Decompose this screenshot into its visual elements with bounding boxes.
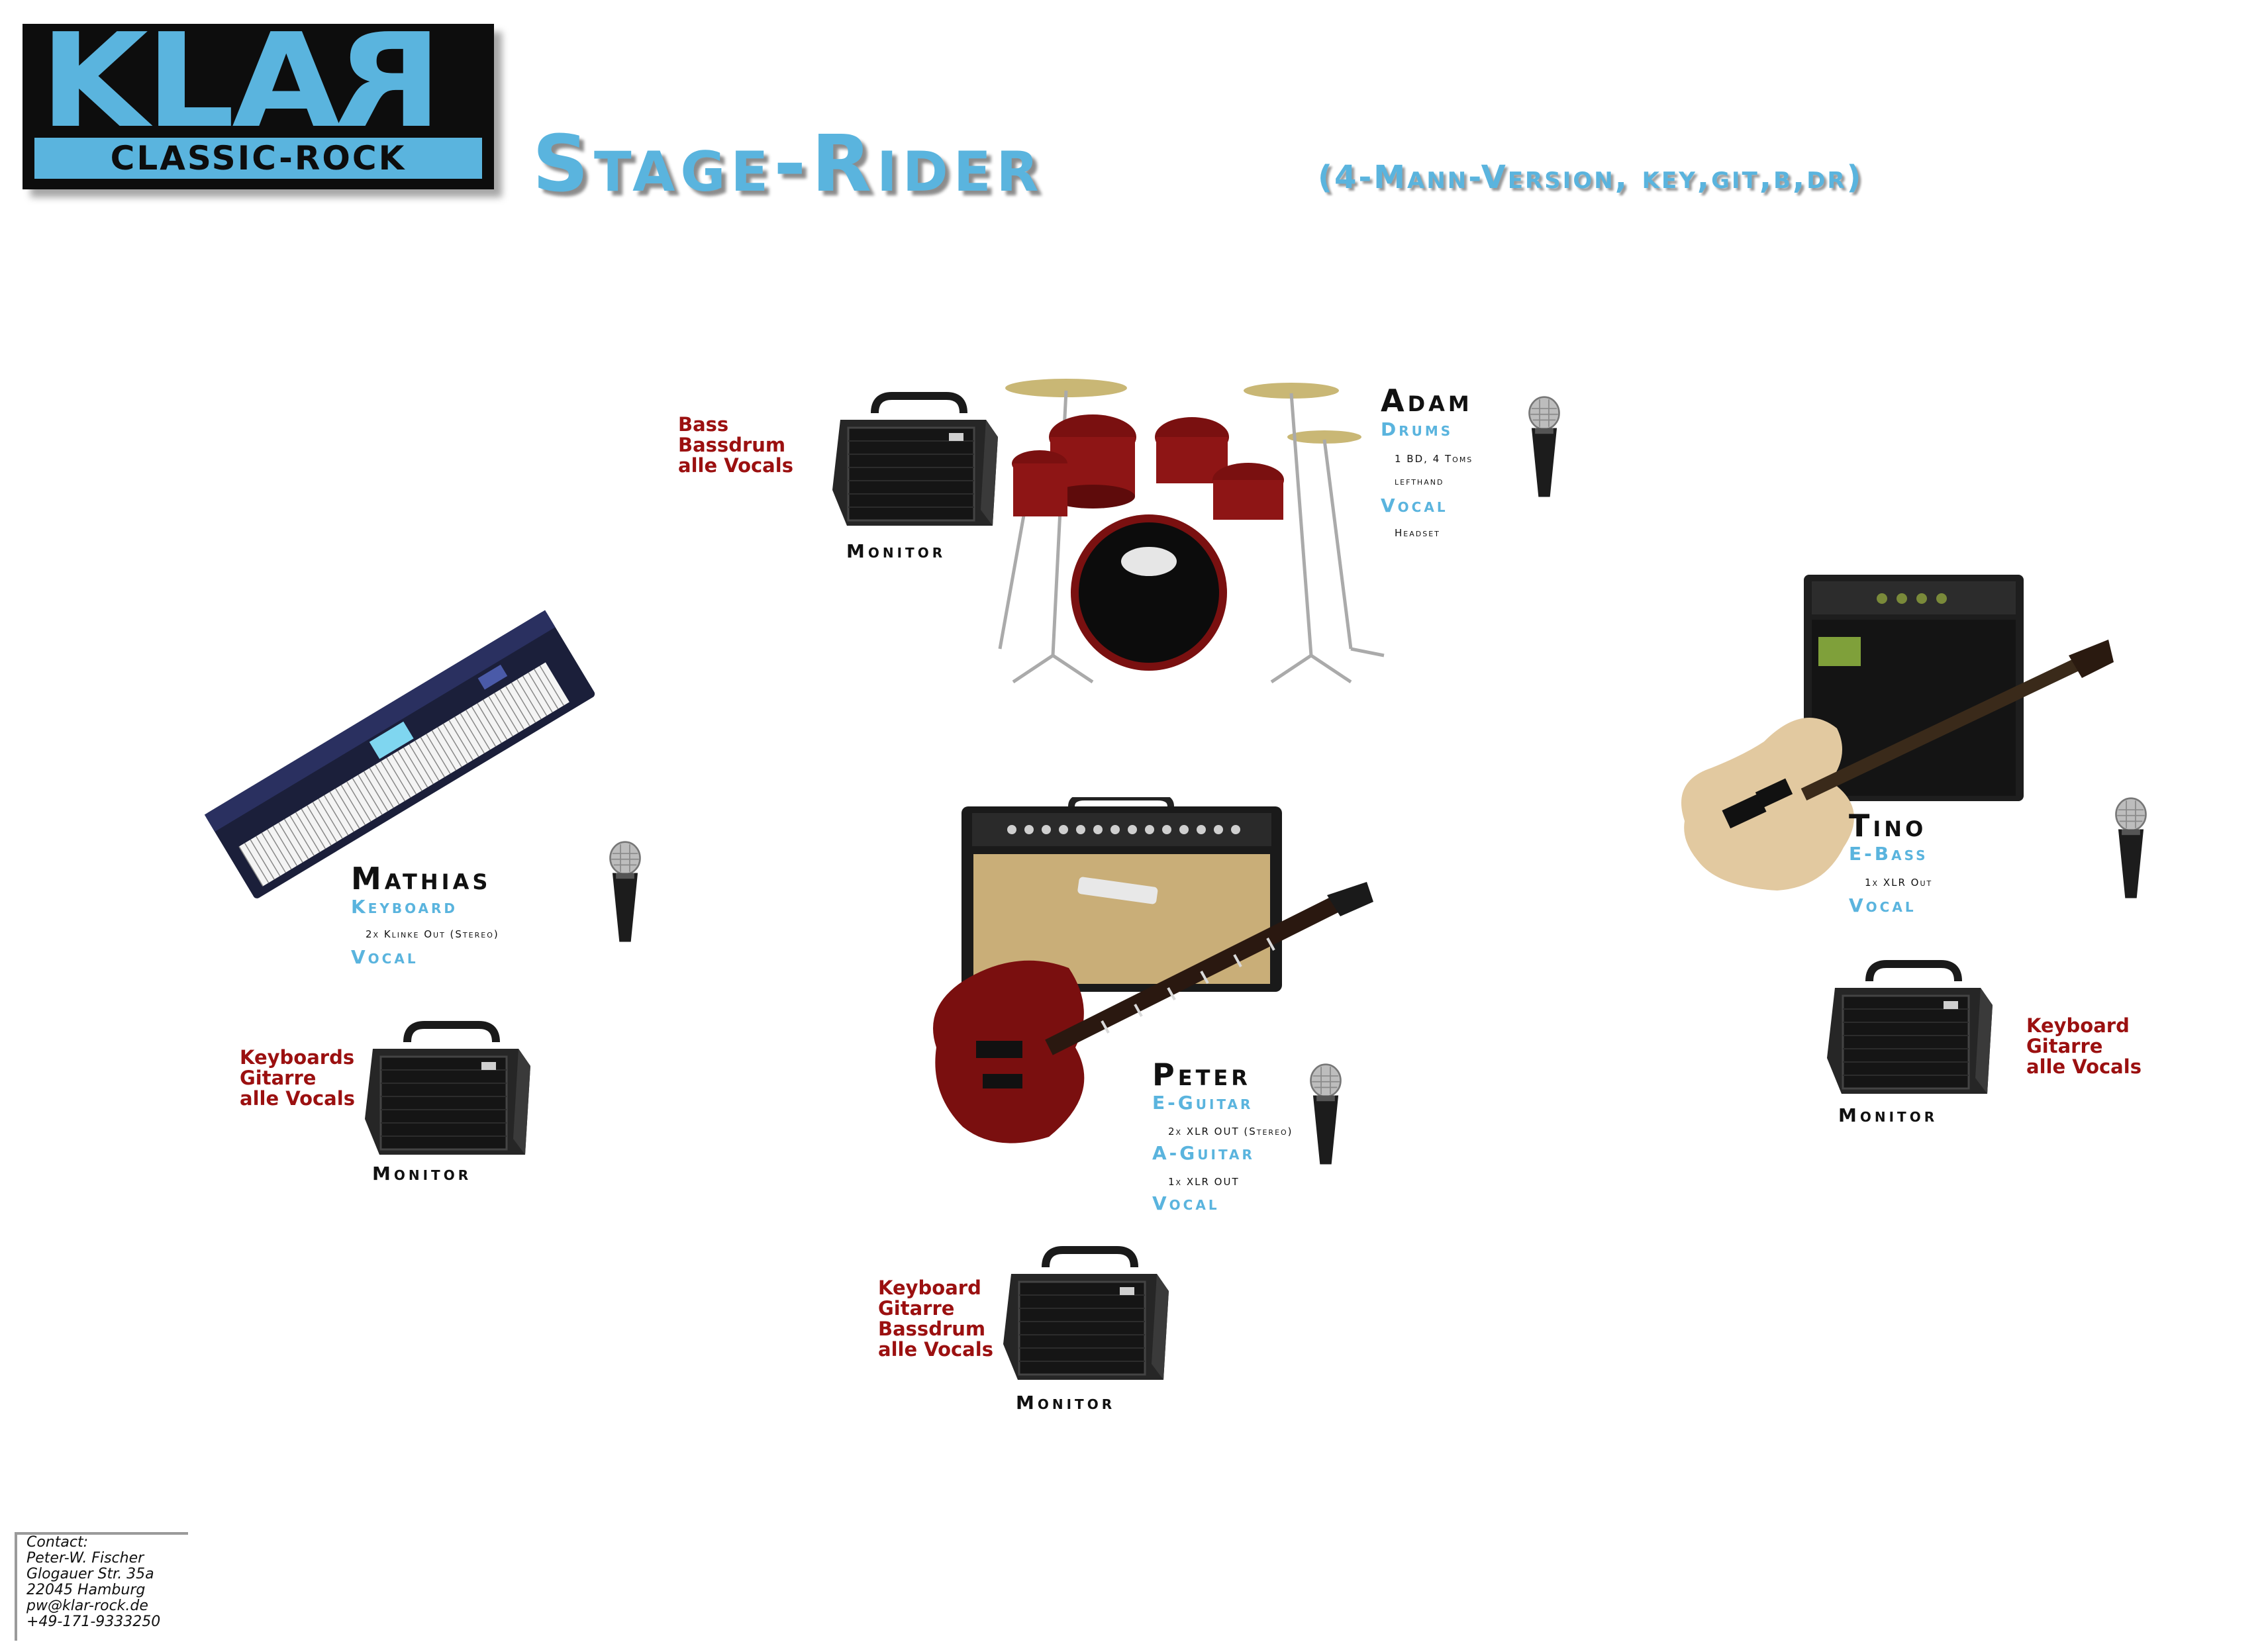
page-title: Stage-Rider: [532, 118, 1044, 209]
microphone-icon: [2114, 796, 2148, 902]
detail-e-bass-out: 1x XLR Out: [1865, 877, 1933, 889]
role-a-guitar: A-Guitar: [1152, 1142, 1255, 1164]
monitor-speaker-icon: [358, 1020, 536, 1159]
role-vocal-tino: Vocal: [1849, 894, 1916, 916]
detail-a-guitar-out: 1x XLR OUT: [1168, 1176, 1240, 1188]
contact-heading: Contact:: [26, 1534, 89, 1551]
monitor-speaker-icon: [825, 391, 1004, 530]
contact-name: Peter-W. Fischer: [26, 1550, 144, 1567]
musician-name-mathias: Mathias: [351, 861, 491, 896]
role-e-guitar: E-Guitar: [1152, 1092, 1254, 1114]
detail-e-guitar-out: 2x XLR OUT (Stereo): [1168, 1126, 1293, 1137]
detail-drums-setup: 1 BD, 4 Toms: [1395, 453, 1473, 465]
musician-name-tino: Tino: [1849, 808, 1927, 844]
microphone-icon: [608, 840, 642, 945]
monitor-speaker-icon: [996, 1245, 1175, 1384]
contact-street: Glogauer Str. 35a: [26, 1566, 154, 1582]
role-drums: Drums: [1381, 418, 1454, 440]
monitor-label-keys: Monitor: [372, 1163, 472, 1184]
microphone-icon: [1527, 395, 1561, 501]
detail-vocal-headset: Headset: [1395, 527, 1440, 539]
contact-email[interactable]: pw@klar-rock.de: [26, 1598, 148, 1614]
monitor-label-bass: Monitor: [1838, 1104, 1938, 1126]
band-logo: KLAR CLASSIC-ROCK: [23, 6, 494, 189]
role-e-bass: E-Bass: [1849, 843, 1928, 865]
detail-keyboard-out: 2x Klinke Out (Stereo): [366, 928, 499, 940]
role-keyboard: Keyboard: [351, 896, 458, 918]
contact-city: 22045 Hamburg: [26, 1582, 146, 1598]
detail-drums-hand: lefthand: [1395, 475, 1444, 487]
contact-phone: +49-171-9333250: [26, 1614, 161, 1630]
logo-subtitle: CLASSIC-ROCK: [34, 138, 482, 179]
microphone-icon: [1308, 1062, 1343, 1168]
role-vocal-peter: Vocal: [1152, 1192, 1220, 1214]
drum-kit-icon: [998, 379, 1385, 684]
contact-box: Contact: Peter-W. Fischer Glogauer Str. …: [15, 1532, 188, 1641]
monitor-label-guitar: Monitor: [1016, 1392, 1116, 1414]
role-vocal-mathias: Vocal: [351, 946, 419, 968]
musician-name-peter: Peter: [1152, 1057, 1251, 1092]
bass-guitar-icon: [1681, 640, 2114, 891]
page-subtitle: (4-Mann-Version, key,git,b,dr): [1318, 159, 1863, 196]
bass-amp-icon: [1804, 575, 2024, 801]
keyboard-icon: [204, 610, 595, 898]
musician-name-adam: Adam: [1381, 383, 1473, 418]
monitor-speaker-icon: [1820, 959, 1998, 1098]
role-vocal-adam: Vocal: [1381, 495, 1448, 516]
logo-wordmark: KLAR: [40, 6, 443, 157]
electric-guitar-icon: [933, 882, 1373, 1143]
monitor-label-drums: Monitor: [846, 540, 946, 562]
